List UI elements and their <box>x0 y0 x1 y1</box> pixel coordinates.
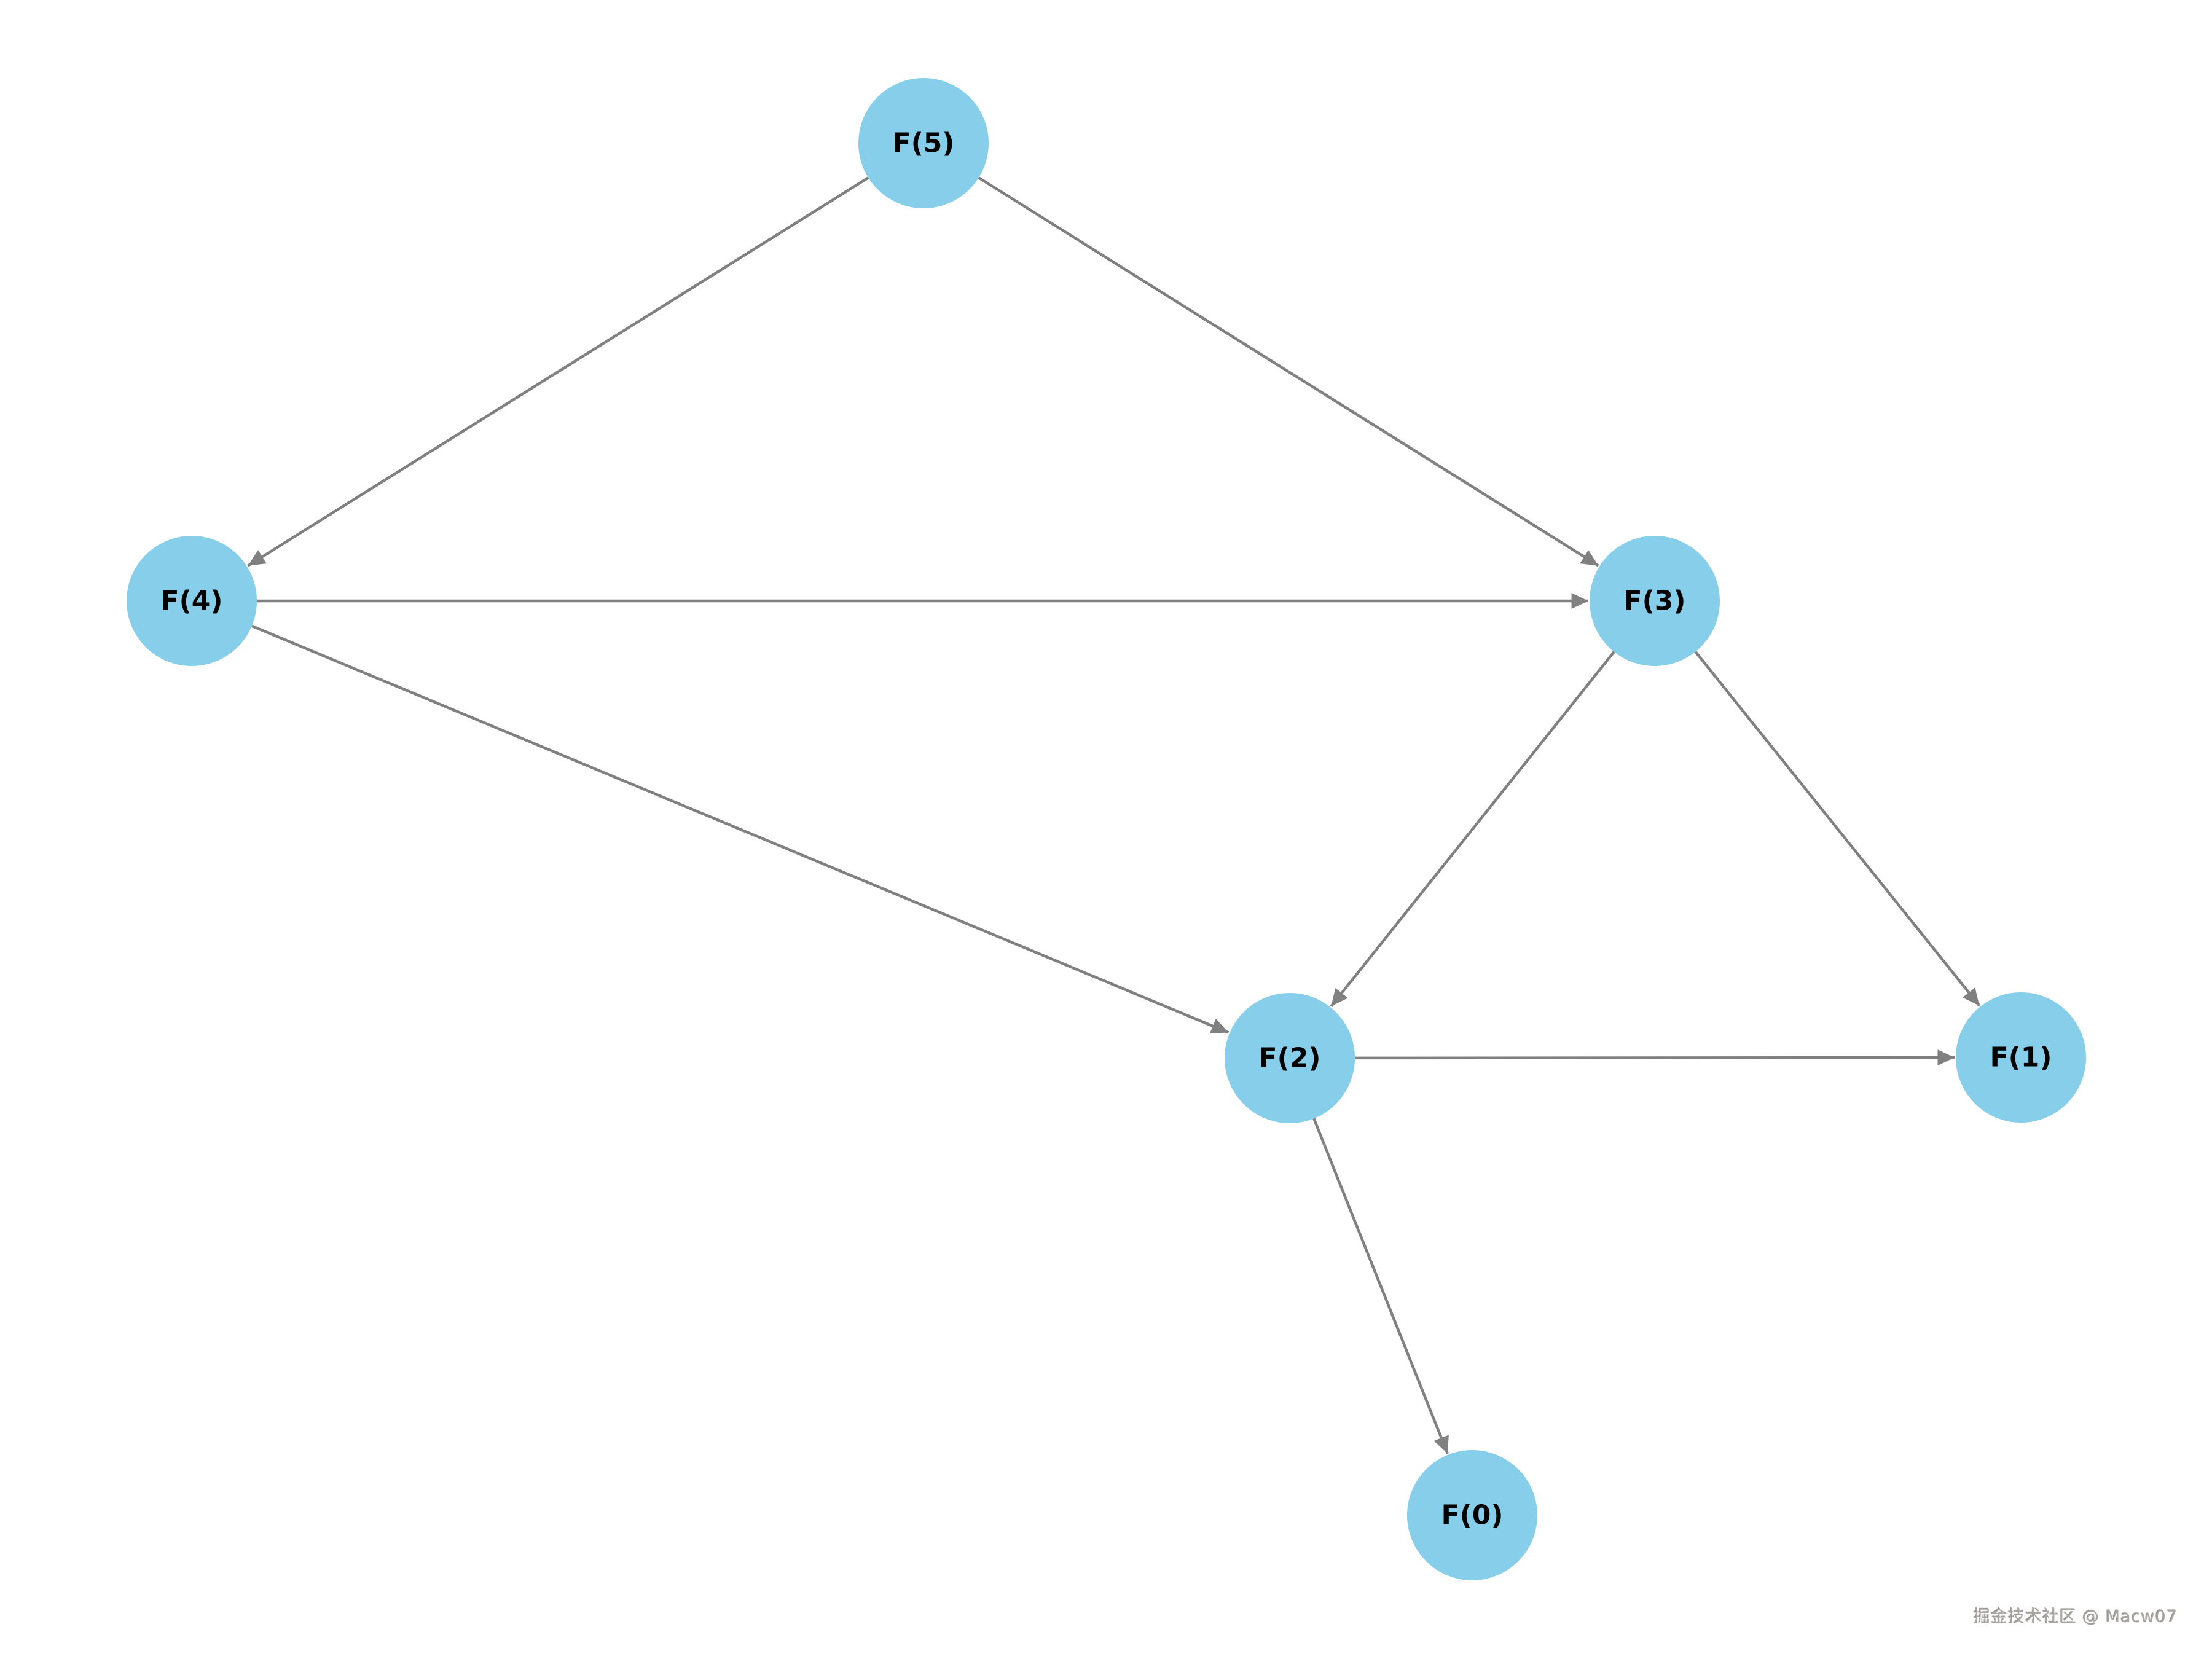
node-label-f3: F(3) <box>1624 586 1686 617</box>
nodes-layer: F(5) F(4) F(3) F(2) F(1) F(0) <box>127 78 2086 1580</box>
node-label-f4: F(4) <box>161 586 223 617</box>
edge-f5-to-f3 <box>978 176 1599 567</box>
node-circle-f3 <box>1590 536 1720 666</box>
node-f3: F(3) <box>1590 536 1720 666</box>
node-circle-f1 <box>1956 992 2086 1123</box>
edges-layer <box>247 176 1981 1454</box>
edge-f4-to-f2 <box>251 624 1230 1034</box>
edge-f5-to-f4 <box>247 176 869 567</box>
edge-f2-to-f0 <box>1312 1118 1449 1454</box>
node-label-f5: F(5) <box>893 128 955 159</box>
edge-f3-to-f2 <box>1330 651 1615 1008</box>
node-circle-f0 <box>1407 1450 1537 1580</box>
node-label-f0: F(0) <box>1441 1500 1504 1531</box>
node-f1: F(1) <box>1956 992 2086 1123</box>
node-circle-f4 <box>127 536 257 666</box>
node-f4: F(4) <box>127 536 257 666</box>
node-circle-f2 <box>1225 993 1355 1123</box>
edge-f2-to-f1 <box>1354 1049 1955 1066</box>
watermark: 掘金技术社区 @ Macw07 <box>1973 1607 2178 1626</box>
edge-f3-to-f1 <box>1694 651 1981 1007</box>
node-label-f2: F(2) <box>1259 1043 1321 1074</box>
node-circle-f5 <box>858 78 989 208</box>
node-f0: F(0) <box>1407 1450 1537 1580</box>
node-label-f1: F(1) <box>1990 1042 2052 1073</box>
node-f5: F(5) <box>858 78 989 208</box>
node-f2: F(2) <box>1225 993 1355 1123</box>
